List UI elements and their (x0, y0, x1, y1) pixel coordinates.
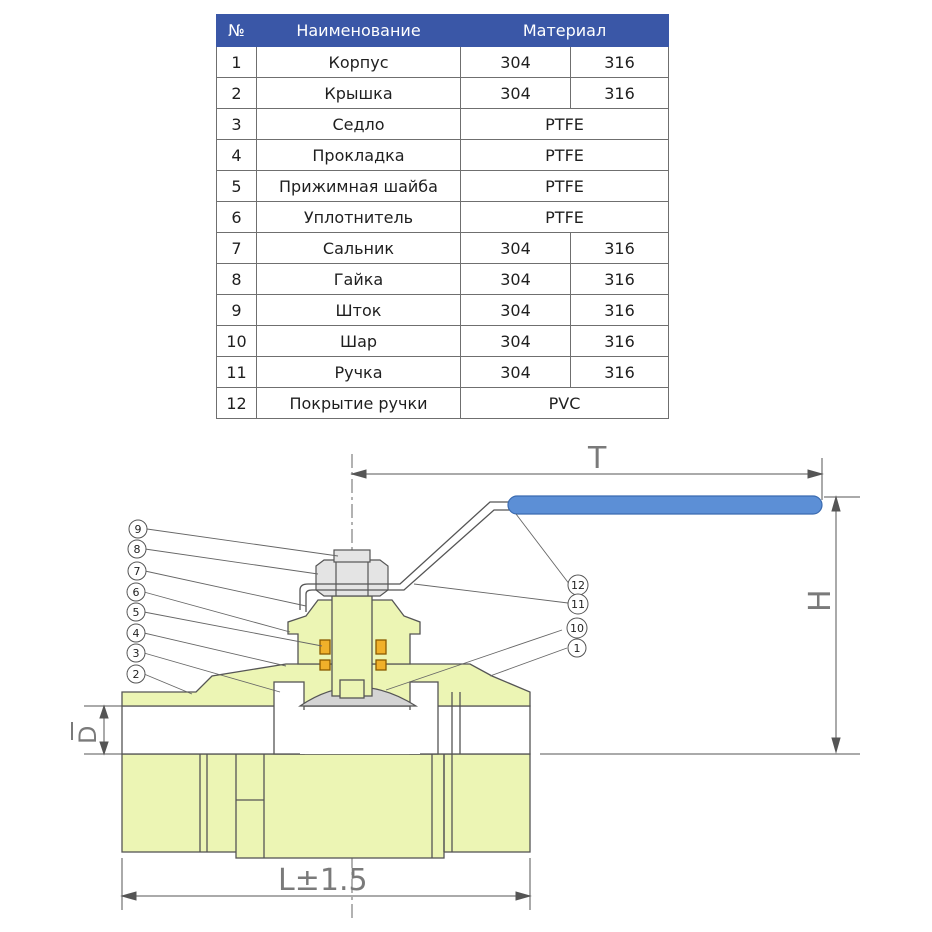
row-no: 8 (216, 263, 257, 295)
table-row: 11 Ручка 304 316 (216, 356, 670, 388)
handle-lever (299, 501, 820, 612)
row-material-2: 316 (569, 263, 670, 295)
row-material-2: 316 (569, 77, 670, 109)
row-material-1: 304 (460, 356, 571, 388)
table-row: 1 Корпус 304 316 (216, 46, 670, 78)
svg-text:2: 2 (133, 668, 140, 681)
row-no: 11 (216, 356, 257, 388)
callouts: 9 8 7 6 5 4 3 2 12 11 10 1 (126, 519, 589, 684)
callout-5: 5 (126, 602, 146, 622)
table-row: 5 Прижимная шайба PTFE (216, 170, 670, 202)
row-no: 4 (216, 139, 257, 171)
svg-text:3: 3 (133, 647, 140, 660)
row-material-1: 304 (460, 232, 571, 264)
row-material-2: 316 (569, 356, 670, 388)
dimension-lines (84, 458, 860, 910)
table-row: 4 Прокладка PTFE (216, 139, 670, 171)
row-name: Шар (256, 325, 461, 357)
svg-text:1: 1 (574, 642, 581, 655)
dim-label-H: H (803, 589, 838, 612)
row-name: Ручка (256, 356, 461, 388)
table-row: 3 Седло PTFE (216, 108, 670, 140)
callout-1: 1 (567, 638, 587, 658)
callout-10: 10 (566, 617, 588, 639)
row-name: Уплотнитель (256, 201, 461, 233)
table-row: 9 Шток 304 316 (216, 294, 670, 326)
row-name: Корпус (256, 46, 461, 78)
stem-assembly (287, 595, 421, 699)
row-material: PTFE (459, 201, 670, 233)
svg-text:10: 10 (570, 622, 584, 635)
dim-label-T: T (587, 441, 607, 476)
table-row: 7 Сальник 304 316 (216, 232, 670, 264)
row-material-1: 304 (460, 77, 571, 109)
row-name: Прокладка (256, 139, 461, 171)
svg-text:8: 8 (134, 543, 141, 556)
row-name: Сальник (256, 232, 461, 264)
row-no: 10 (216, 325, 257, 357)
row-name: Шток (256, 294, 461, 326)
col-header-no: № (216, 14, 257, 47)
table-row: 8 Гайка 304 316 (216, 263, 670, 295)
row-no: 5 (216, 170, 257, 202)
valve-body-lower (121, 753, 531, 859)
table-header-row: № Наименование Материал (216, 14, 670, 47)
row-name: Прижимная шайба (256, 170, 461, 202)
col-header-name: Наименование (256, 14, 461, 47)
callout-4: 4 (126, 623, 146, 643)
row-no: 12 (216, 387, 257, 419)
row-material: PTFE (459, 139, 670, 171)
callout-11: 11 (567, 593, 589, 615)
dim-label-L: L±1.5 (278, 863, 368, 898)
row-no: 2 (216, 77, 257, 109)
valve-body-upper (121, 663, 531, 755)
table-row: 6 Уплотнитель PTFE (216, 201, 670, 233)
svg-text:6: 6 (133, 586, 140, 599)
row-material-1: 304 (460, 263, 571, 295)
row-material-2: 316 (569, 294, 670, 326)
row-material-2: 316 (569, 46, 670, 78)
table-row: 2 Крышка 304 316 (216, 77, 670, 109)
row-no: 3 (216, 108, 257, 140)
table-row: 12 Покрытие ручки PVC (216, 387, 670, 419)
svg-text:5: 5 (133, 606, 140, 619)
row-material: PTFE (459, 170, 670, 202)
row-material-1: 304 (460, 294, 571, 326)
ball-valve-drawing: T H D L±1.5 9 8 7 6 5 4 3 2 12 11 10 1 (71, 441, 860, 920)
col-header-material: Материал (459, 14, 670, 47)
row-no: 7 (216, 232, 257, 264)
svg-text:11: 11 (571, 598, 585, 611)
table-row: 10 Шар 304 316 (216, 325, 670, 357)
row-no: 1 (216, 46, 257, 78)
svg-text:7: 7 (134, 565, 141, 578)
row-material-1: 304 (460, 46, 571, 78)
svg-text:12: 12 (571, 579, 585, 592)
row-material: PVC (459, 387, 670, 419)
callout-3: 3 (126, 643, 146, 663)
row-material-2: 316 (569, 325, 670, 357)
row-material-1: 304 (460, 325, 571, 357)
row-no: 9 (216, 294, 257, 326)
row-material-2: 316 (569, 232, 670, 264)
callout-8: 8 (127, 539, 147, 559)
row-name: Покрытие ручки (256, 387, 461, 419)
row-name: Седло (256, 108, 461, 140)
row-material: PTFE (459, 108, 670, 140)
materials-table: № Наименование Материал 1 Корпус 304 316… (216, 14, 670, 419)
callout-leaders (143, 513, 571, 695)
callout-9: 9 (128, 519, 148, 539)
row-name: Крышка (256, 77, 461, 109)
handle-cover (507, 495, 823, 515)
callout-2: 2 (126, 664, 146, 684)
callout-6: 6 (126, 582, 146, 602)
callout-12: 12 (567, 574, 589, 596)
nut (315, 549, 389, 597)
callout-7: 7 (127, 561, 147, 581)
row-no: 6 (216, 201, 257, 233)
svg-text:9: 9 (135, 523, 142, 536)
svg-text:4: 4 (133, 627, 140, 640)
dim-label-D: D (74, 726, 102, 744)
row-name: Гайка (256, 263, 461, 295)
